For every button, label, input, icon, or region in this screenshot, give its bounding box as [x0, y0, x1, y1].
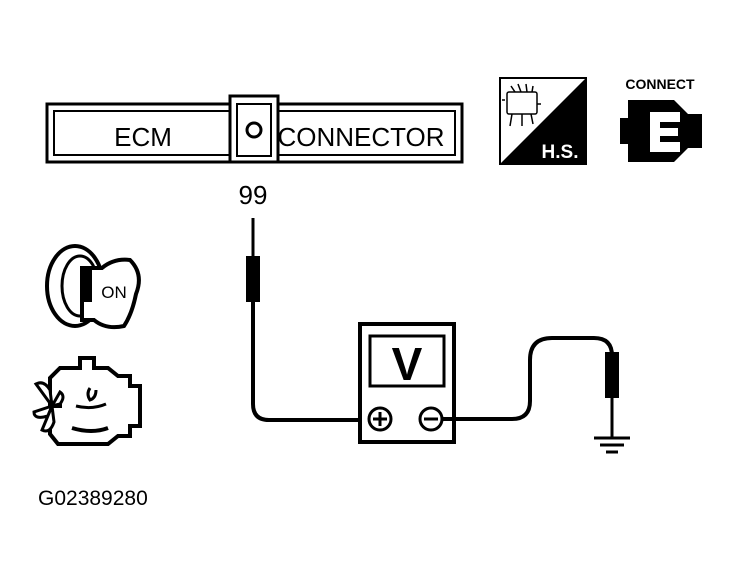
- negative-probe-tip: [605, 352, 619, 398]
- negative-probe-lead: [442, 336, 619, 438]
- connect-icon: CONNECT: [620, 76, 702, 162]
- engine-fan-icon: [32, 381, 65, 433]
- ignition-key-icon: ON: [45, 244, 141, 330]
- engine-icon: [32, 356, 142, 446]
- connector-pin-icon: [245, 121, 263, 139]
- ecm-label: ECM: [114, 122, 172, 152]
- voltmeter: V: [358, 322, 456, 444]
- negative-terminal-icon: [418, 406, 444, 432]
- harness-side-icon: H.S.: [499, 77, 587, 165]
- ground-symbol-icon: [594, 436, 630, 454]
- ignition-on-label: ON: [101, 283, 127, 302]
- figure-id: G02389280: [38, 487, 148, 510]
- voltmeter-label: V: [392, 338, 423, 390]
- harness-side-label: H.S.: [542, 142, 579, 163]
- connect-label: CONNECT: [625, 76, 695, 92]
- positive-probe-lead: [246, 218, 380, 422]
- connector-label: CONNECTOR: [277, 122, 444, 152]
- probe-hand-icon: [502, 83, 541, 127]
- pin-number: 99: [239, 180, 268, 210]
- positive-probe-tip: [246, 256, 260, 302]
- positive-terminal-icon: [367, 406, 393, 432]
- ecm-connector-box: ECM CONNECTOR: [45, 94, 464, 164]
